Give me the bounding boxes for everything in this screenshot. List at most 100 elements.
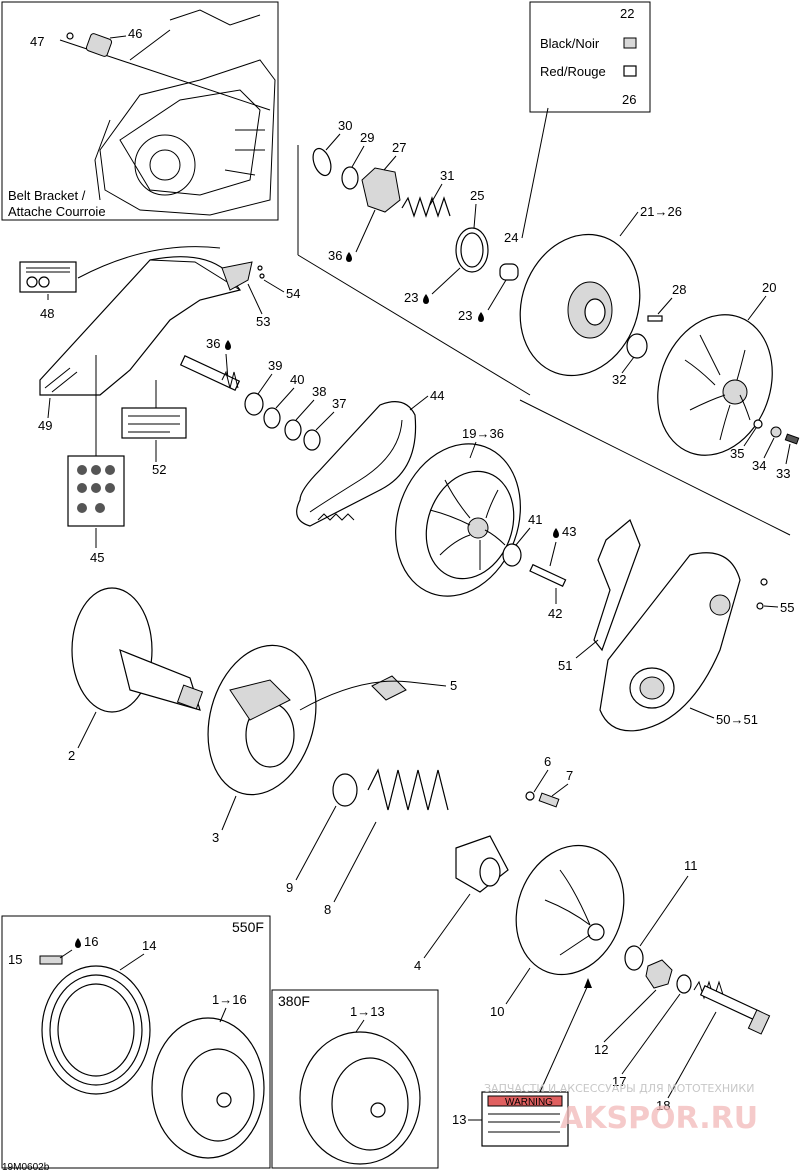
callout-4: 4 (414, 958, 421, 973)
callout-17: 17 (612, 1074, 626, 1089)
decal-48 (19, 261, 77, 293)
spring-31 (401, 196, 451, 218)
callout-9: 9 (286, 880, 293, 895)
washer-35 (753, 419, 763, 429)
callout-1-16: 1→16 (212, 992, 247, 1007)
callout-33: 33 (776, 466, 790, 481)
callout-46: 46 (128, 26, 142, 41)
callout-42: 42 (548, 606, 562, 621)
washer-32 (626, 333, 648, 359)
roller-5 (371, 675, 407, 701)
callout-29: 29 (360, 130, 374, 145)
drop-icon (553, 528, 559, 538)
washer-11 (624, 945, 644, 971)
color-black-label: Black/Noir (540, 36, 600, 51)
callout-19-36: 19→36 (462, 426, 504, 441)
callout-14: 14 (142, 938, 156, 953)
callout-49: 49 (38, 418, 52, 433)
warning-label-13: WARNING (481, 1091, 569, 1147)
watermark-brand: AKSPOR.RU (560, 1101, 758, 1136)
callout-13: 13 (452, 1112, 466, 1127)
callout-10: 10 (490, 1004, 504, 1019)
spring-8 (367, 768, 449, 811)
bolt-18 (693, 980, 771, 1035)
model-380f-label: 380F (278, 993, 310, 1009)
key-28 (647, 315, 663, 322)
belt-guard-group: 48 49 53 54 52 45 (19, 246, 300, 565)
belt-and-hardware-group: 36 39 40 38 37 44 (179, 336, 576, 621)
callout-25: 25 (470, 188, 484, 203)
color-legend-frame: 22 Black/Noir Red/Rouge 26 (529, 1, 651, 113)
callout-8: 8 (324, 902, 331, 917)
callout-39: 39 (268, 358, 282, 373)
callout-43: 43 (562, 524, 576, 539)
washer-6 (525, 791, 535, 801)
drop-icon (75, 938, 81, 948)
bracket-part-46 (85, 33, 113, 57)
screw-7 (538, 792, 560, 808)
washer-38 (284, 419, 302, 441)
callout-26: 26 (622, 92, 636, 107)
callout-41: 41 (528, 512, 542, 527)
callout-12: 12 (594, 1042, 608, 1057)
model-550f-label: 550F (232, 919, 264, 935)
washer-39 (244, 392, 264, 416)
black-weight-icon (623, 37, 637, 49)
callout-37: 37 (332, 396, 346, 411)
washer-40 (263, 407, 281, 429)
callout-36a: 36 (328, 248, 342, 263)
callout-52: 52 (152, 462, 166, 477)
warning-title: WARNING (505, 1097, 553, 1108)
callout-21-26: 21→26 (640, 204, 682, 219)
callout-23b: 23 (458, 308, 472, 323)
callout-36b: 36 (206, 336, 220, 351)
drop-icon (478, 312, 484, 322)
callout-24: 24 (504, 230, 518, 245)
callout-20: 20 (762, 280, 776, 295)
guard-cover-group: 51 55 50→51 (558, 519, 794, 732)
screw-47 (66, 32, 74, 40)
washer-29 (341, 166, 359, 190)
belt-guard-49 (39, 256, 242, 396)
callout-54: 54 (286, 286, 300, 301)
reference-code: 19M0602b (2, 1162, 50, 1173)
callout-32: 32 (612, 372, 626, 387)
cover-10 (515, 844, 625, 976)
callout-15: 15 (8, 952, 22, 967)
drop-icon (423, 294, 429, 304)
cam-27 (361, 167, 401, 213)
bushing-23b (499, 263, 519, 281)
callout-6: 6 (544, 754, 551, 769)
drive-belt-44 (296, 401, 417, 527)
callout-22: 22 (620, 6, 634, 21)
bolt-42 (529, 563, 567, 588)
nut-12 (645, 959, 673, 989)
callout-47: 47 (30, 34, 44, 49)
callout-34: 34 (752, 458, 766, 473)
screw-15 (39, 955, 63, 965)
retainer-53 (221, 261, 253, 291)
screw-33 (784, 433, 800, 445)
callout-2: 2 (68, 748, 75, 763)
driven-pulley-frame (297, 145, 791, 536)
belt-bracket-label-line1: Belt Bracket / (8, 188, 86, 203)
callout-7: 7 (566, 768, 573, 783)
guard-51 (593, 519, 641, 652)
circlip-30 (312, 147, 332, 177)
callout-18: 18 (656, 1098, 670, 1113)
box-550f: 550F 15 16 14 1→16 (1, 915, 271, 1169)
callout-51: 51 (558, 658, 572, 673)
callout-11: 11 (684, 858, 698, 873)
callout-48: 48 (40, 306, 54, 321)
callout-53: 53 (256, 314, 270, 329)
watermark-top-text: ЗАПЧАСТИ И АКСЕССУАРЫ ДЛЯ МОТОТЕХНИКИ (484, 1082, 754, 1095)
callout-3: 3 (212, 830, 219, 845)
callout-44: 44 (430, 388, 444, 403)
drop-icon (225, 340, 231, 350)
callout-45: 45 (90, 550, 104, 565)
red-weight-icon (623, 65, 637, 77)
drive-pulley-group: 2 3 5 9 8 4 6 7 (68, 587, 771, 1147)
nut-34 (770, 426, 782, 438)
callout-30: 30 (338, 118, 352, 133)
